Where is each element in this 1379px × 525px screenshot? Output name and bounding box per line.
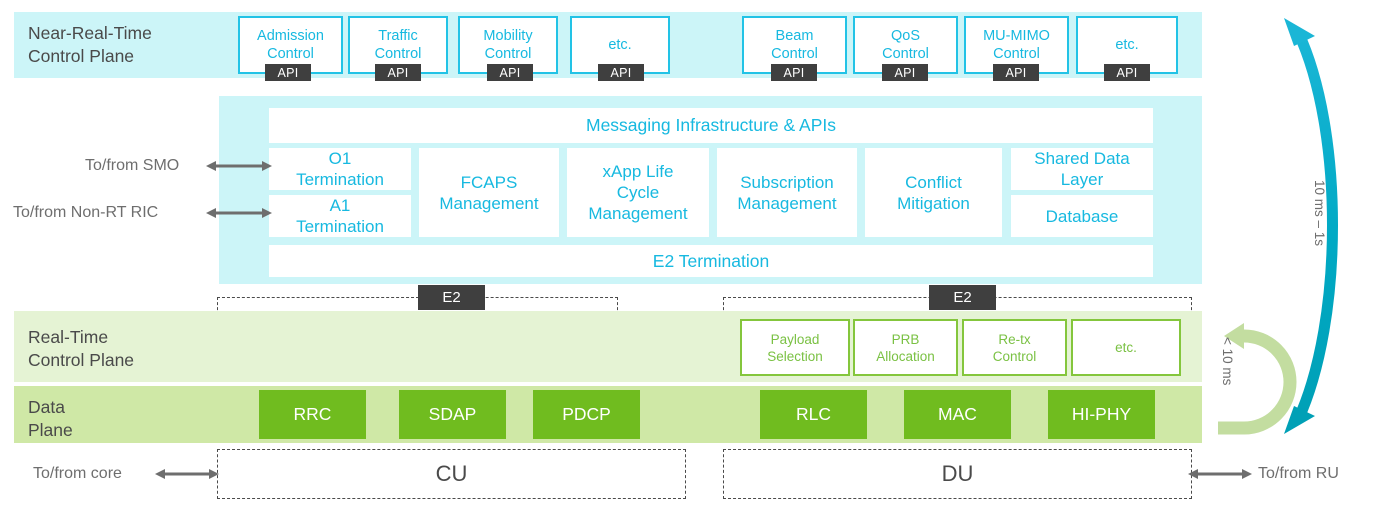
database-cell[interactable]: Database [1011, 195, 1153, 237]
xapp-qos-control[interactable]: QoS Control [853, 16, 958, 74]
to-from-non-rt-ric-label: To/from Non-RT RIC [13, 204, 159, 221]
api-tag-traffic-control[interactable]: API [375, 64, 421, 81]
cu-label: CU [435, 461, 468, 486]
api-tag-qos-control[interactable]: API [882, 64, 928, 81]
rt-latency-label: < 10 ms [1220, 337, 1235, 386]
data-plane-block-rlc[interactable]: RLC [760, 390, 867, 439]
real-time-control-plane-label: Real-Time Control Plane [28, 327, 135, 370]
data-plane-block-pdcp[interactable]: PDCP [533, 390, 640, 439]
api-tag-etc-right[interactable]: API [1104, 64, 1150, 81]
near-rt-latency-loop-arrow-icon [1284, 18, 1338, 434]
xapp-lifecycle-management-cell[interactable]: xApp Life Cycle Management [567, 148, 709, 237]
data-plane-block-rrc[interactable]: RRC [259, 390, 366, 439]
api-tag-mobility-control[interactable]: API [487, 64, 533, 81]
api-tag-mu-mimo-control[interactable]: API [993, 64, 1039, 81]
data-plane-block-hi-phy[interactable]: HI-PHY [1048, 390, 1155, 439]
messaging-infrastructure-bar: Messaging Infrastructure & APIs [269, 108, 1153, 143]
to-from-core-label: To/from core [33, 465, 122, 482]
xapp-etc-left[interactable]: etc. [570, 16, 670, 74]
rt-function-re-tx-control[interactable]: Re-tx Control [962, 319, 1067, 376]
smo-arrow-icon [206, 161, 272, 171]
api-tag-etc-left[interactable]: API [598, 64, 644, 81]
ru-arrow-icon [1188, 469, 1252, 479]
near-rt-control-plane-label: Near-Real-Time Control Plane [28, 23, 152, 66]
non-rt-ric-arrow-icon [206, 208, 272, 218]
rt-latency-loop-arrow-icon [1218, 323, 1297, 435]
to-from-smo-label: To/from SMO [85, 157, 180, 174]
data-plane-block-mac[interactable]: MAC [904, 390, 1011, 439]
api-tag-beam-control[interactable]: API [771, 64, 817, 81]
data-plane-label: Data Plane [28, 397, 73, 440]
rt-function-payload-selection[interactable]: Payload Selection [740, 319, 850, 376]
o1-termination-cell[interactable]: O1 Termination [269, 148, 411, 190]
subscription-management-cell[interactable]: Subscription Management [717, 148, 857, 237]
a1-termination-cell[interactable]: A1 Termination [269, 195, 411, 237]
shared-data-layer-cell[interactable]: Shared Data Layer [1011, 148, 1153, 190]
conflict-mitigation-cell[interactable]: Conflict Mitigation [865, 148, 1002, 237]
to-from-ru-label: To/from RU [1258, 465, 1339, 482]
fcaps-management-cell[interactable]: FCAPS Management [419, 148, 559, 237]
data-plane-block-sdap[interactable]: SDAP [399, 390, 506, 439]
rt-function-etc[interactable]: etc. [1071, 319, 1181, 376]
du-label: DU [941, 461, 974, 486]
rt-function-prb-allocation[interactable]: PRB Allocation [853, 319, 958, 376]
core-arrow-icon [155, 469, 219, 479]
e2-tag-du: E2 [929, 285, 996, 310]
near-rt-latency-label: 10 ms – 1s [1312, 180, 1327, 247]
e2-tag-cu: E2 [418, 285, 485, 310]
e2-termination-bar: E2 Termination [269, 245, 1153, 277]
xapp-beam-control[interactable]: Beam Control [742, 16, 847, 74]
xapp-admission-control[interactable]: Admission Control [238, 16, 343, 74]
api-tag-admission-control[interactable]: API [265, 64, 311, 81]
